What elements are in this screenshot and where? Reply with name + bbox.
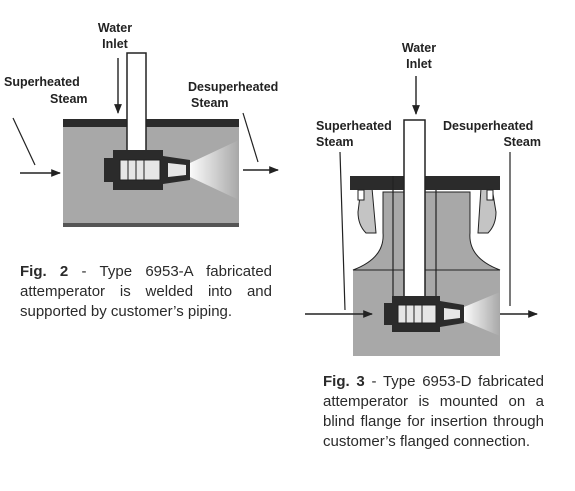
fig3-spray-plume bbox=[464, 292, 500, 336]
fig3-superheated-leader bbox=[339, 151, 346, 311]
fig3-attemperator: Water Inlet Superheated Steam Desuperhea… bbox=[305, 41, 541, 356]
fig3-water-label-line1: Water bbox=[402, 41, 436, 55]
fig2-superheated-leader bbox=[12, 117, 36, 166]
fig2-inlet-label-line2: Inlet bbox=[102, 37, 129, 51]
fig3-superheated-label-line1: Superheated bbox=[316, 119, 392, 133]
fig2-pipe-top-wall bbox=[63, 119, 239, 127]
fig2-desuperheated-leader bbox=[242, 112, 259, 163]
fig2-steam-label-line2: Steam bbox=[50, 92, 88, 106]
fig3-flange-neck bbox=[352, 191, 501, 271]
fig3-steam-label-line2: Steam bbox=[316, 135, 354, 149]
fig2-spray-plume bbox=[190, 140, 239, 200]
fig2-attemperator: Water Inlet Superheated Steam Desuperhea… bbox=[4, 21, 279, 227]
fig3-inlet-label-line2: Inlet bbox=[406, 57, 433, 71]
fig2-caption-number: Fig. 2 bbox=[20, 263, 69, 280]
fig3-caption: Fig. 3 - Type 6953-D fabricated attemper… bbox=[323, 372, 544, 452]
fig2-superheated-label-line1: Superheated bbox=[4, 75, 80, 89]
fig2-nozzle-assembly bbox=[104, 150, 190, 190]
fig3-desuperheated-label-line1: Desuperheated bbox=[443, 119, 533, 133]
fig3-caption-text: - Type 6953-D fabricated attemperator is… bbox=[323, 373, 545, 450]
fig3-bolt-right bbox=[486, 189, 494, 201]
fig2-pipe-bottom-wall bbox=[63, 223, 239, 227]
fig3-bolt-left bbox=[357, 189, 365, 201]
fig2-water-label-line1: Water bbox=[98, 21, 132, 35]
fig2-caption-text: - Type 6953-A fabricated attemperator is… bbox=[20, 263, 272, 320]
fig2-desuperheated-label-line1: Desuperheated bbox=[188, 80, 278, 94]
fig2-caption: Fig. 2 - Type 6953-A fabricated attemper… bbox=[20, 262, 272, 322]
fig2-desuperheated-steam-label-line2: Steam bbox=[191, 96, 229, 110]
fig3-desuperheated-steam-label-line2: Steam bbox=[503, 135, 541, 149]
fig3-nozzle-assembly bbox=[384, 296, 464, 332]
fig3-water-inlet-tube bbox=[403, 119, 426, 299]
fig2-water-inlet-tube bbox=[126, 52, 147, 158]
fig3-caption-number: Fig. 3 bbox=[323, 373, 365, 390]
